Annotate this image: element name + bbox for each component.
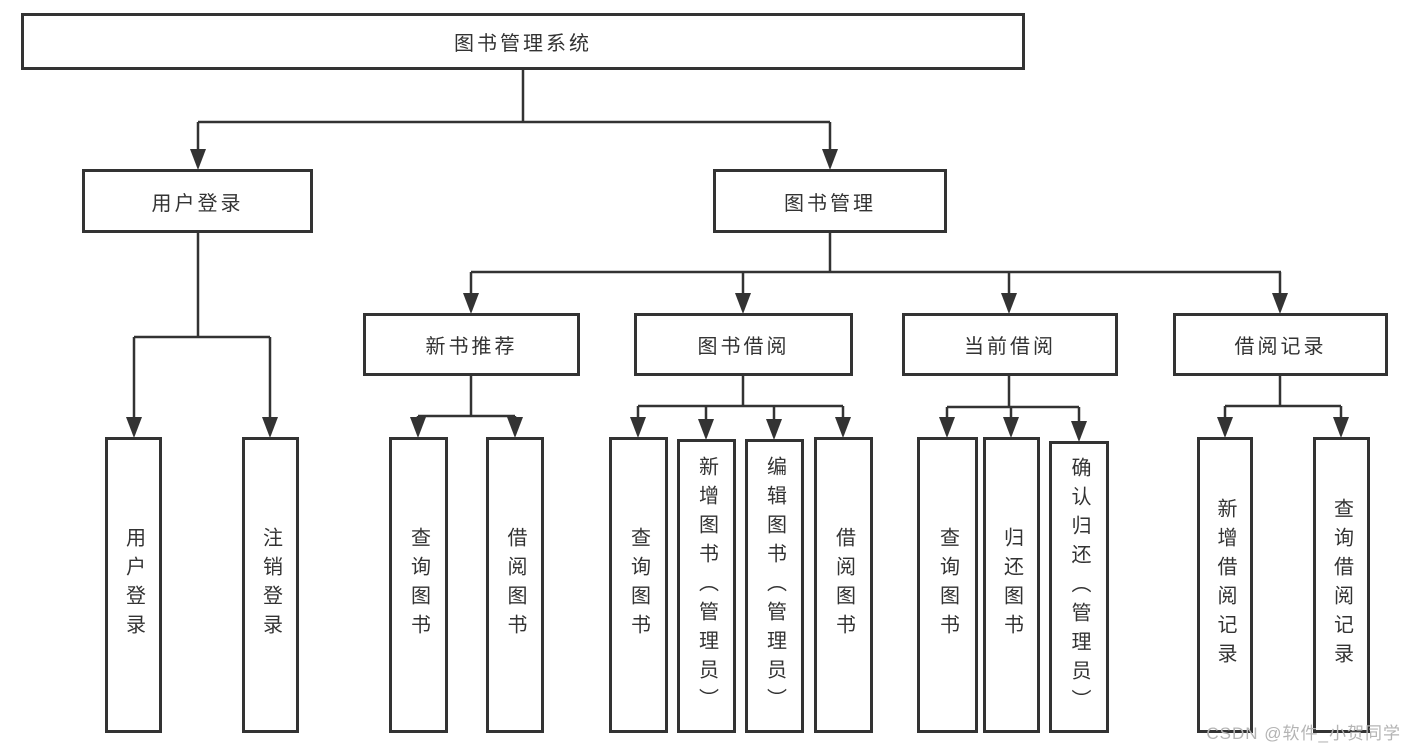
arrowhead bbox=[463, 293, 479, 314]
arrowhead bbox=[835, 417, 851, 438]
node-library-management-system: 图书管理系统 bbox=[21, 13, 1025, 70]
arrowhead bbox=[735, 293, 751, 314]
arrowhead bbox=[1001, 293, 1017, 314]
arrowhead bbox=[630, 417, 646, 438]
node-leaf-query-borrow-record: 查询借阅记录 bbox=[1313, 437, 1370, 733]
csdn-watermark: CSDN @软件_小贺同学 bbox=[1206, 724, 1401, 743]
node-leaf-add-borrow-record: 新增借阅记录 bbox=[1197, 437, 1253, 733]
node-leaf-query-books-current: 查询图书 bbox=[917, 437, 978, 733]
node-leaf-edit-books-admin: 编辑图书（管理员） bbox=[745, 439, 804, 733]
node-user-login-group: 用户登录 bbox=[82, 169, 313, 233]
node-book-borrowing: 图书借阅 bbox=[634, 313, 853, 376]
arrowhead bbox=[939, 417, 955, 438]
node-leaf-add-books-admin: 新增图书（管理员） bbox=[677, 439, 736, 733]
node-leaf-return-books: 归还图书 bbox=[983, 437, 1040, 733]
arrowhead bbox=[1003, 417, 1019, 438]
arrowhead bbox=[507, 417, 523, 438]
node-leaf-borrow-books-borrowing: 借阅图书 bbox=[814, 437, 873, 733]
node-leaf-logout-login: 注销登录 bbox=[242, 437, 299, 733]
arrowhead bbox=[262, 417, 278, 438]
arrowhead bbox=[126, 417, 142, 438]
node-leaf-confirm-return-admin: 确认归还（管理员） bbox=[1049, 441, 1109, 733]
node-new-book-recommend: 新书推荐 bbox=[363, 313, 580, 376]
arrowhead bbox=[410, 417, 426, 438]
node-borrowing-records: 借阅记录 bbox=[1173, 313, 1388, 376]
node-leaf-user-login: 用户登录 bbox=[105, 437, 162, 733]
node-leaf-query-books-borrowing: 查询图书 bbox=[609, 437, 668, 733]
node-leaf-query-books-recommend: 查询图书 bbox=[389, 437, 448, 733]
arrowhead bbox=[766, 419, 782, 440]
arrowhead bbox=[822, 149, 838, 170]
arrowhead bbox=[190, 149, 206, 170]
arrowhead bbox=[1217, 417, 1233, 438]
arrowhead bbox=[1071, 421, 1087, 442]
node-current-borrowing: 当前借阅 bbox=[902, 313, 1118, 376]
arrowhead bbox=[1272, 293, 1288, 314]
node-book-management: 图书管理 bbox=[713, 169, 947, 233]
arrowhead bbox=[698, 419, 714, 440]
node-leaf-borrow-books-recommend: 借阅图书 bbox=[486, 437, 544, 733]
arrowhead bbox=[1333, 417, 1349, 438]
